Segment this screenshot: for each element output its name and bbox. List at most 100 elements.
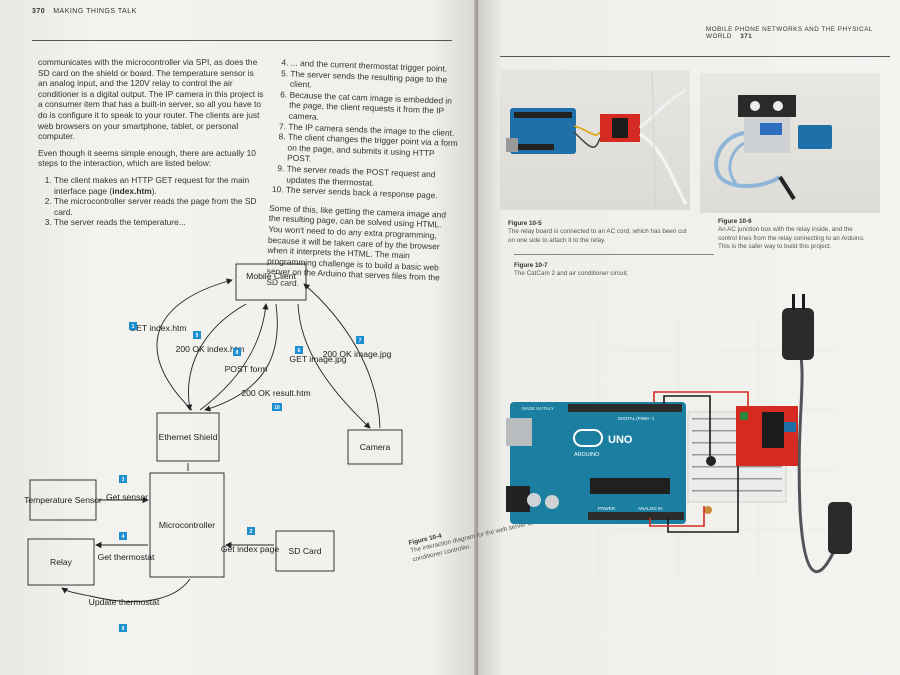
edge-label-post-form: POST form <box>225 364 268 374</box>
ac-cord <box>796 339 840 574</box>
digital-header <box>568 404 682 412</box>
power-jack <box>506 486 530 512</box>
ac-plug <box>782 308 814 360</box>
step-1: The client makes an HTTP GET request for… <box>54 175 264 196</box>
edge-ok-index <box>185 303 247 411</box>
junction-box-illustration <box>714 95 832 201</box>
right-page: MOBILE PHONE NETWORKS AND THE PHYSICAL W… <box>408 0 900 675</box>
step-badge-3-label: 3 <box>122 477 125 483</box>
figure-10-7-text: The CatCam 2 and air conditioner circuit… <box>514 270 629 278</box>
figure-10-5-caption: Figure 10-5 The relay board is connected… <box>508 220 688 245</box>
figure-10-6-caption: Figure 10-6 An AC junction box with the … <box>718 218 870 252</box>
arduino-logo <box>573 429 603 447</box>
ethernet-shield-box <box>156 412 220 462</box>
camera-label: Camera <box>360 442 391 452</box>
edge-label-ok-result: 200 OK result.htm <box>241 388 310 398</box>
header-rule-right <box>500 56 890 57</box>
analog-power-header <box>588 512 684 520</box>
temperature-sensor-box <box>29 479 97 521</box>
relay-label: Relay <box>50 557 73 567</box>
step-badge-1 <box>129 322 137 330</box>
ac-socket <box>828 502 852 554</box>
microcontroller-label: Microcontroller <box>159 520 215 530</box>
step-badge-6 <box>295 346 303 354</box>
temperature-sensor-part <box>704 506 712 514</box>
edge-label-get-index: GET index.htm <box>129 323 186 333</box>
steps-list-1: The client makes an HTTP GET request for… <box>38 175 264 228</box>
step-badge-5 <box>193 331 201 339</box>
paragraph-2: Even though it seems simple enough, ther… <box>38 147 256 169</box>
wire-red <box>653 391 749 406</box>
page-number-right: 371 <box>740 33 753 40</box>
header-rule-left <box>32 40 452 41</box>
edge-label-ok-index: 200 OK index.htm <box>176 344 245 354</box>
step-2: The microcontroller server reads the pag… <box>54 196 264 217</box>
running-head-right: MOBILE PHONE NETWORKS AND THE PHYSICAL W… <box>706 26 900 40</box>
wire-ground <box>667 466 739 533</box>
edge-get-image <box>297 303 371 429</box>
mobile-client-box <box>235 263 307 301</box>
microcontroller-box <box>149 472 225 578</box>
board-made-in: MADE IN ITALY <box>522 406 554 411</box>
edge-get-index <box>156 278 233 411</box>
step-1-tail: ). <box>151 185 157 196</box>
edge-label-get-thermostat: Get thermostat <box>98 552 155 562</box>
edge-post-form <box>199 303 269 411</box>
left-page: 370 MAKING THINGS TALK communicates with … <box>0 0 478 675</box>
edge-ok-result <box>204 303 278 412</box>
step-badge-4-label: 4 <box>122 534 125 540</box>
edge-label-get-sensor: Get sensor <box>106 492 148 502</box>
interaction-diagram: Mobile Client Ethernet Shield Camera Tem… <box>24 263 403 632</box>
page-number-left: 370 <box>32 8 46 15</box>
figure-10-7-circuit: MADE IN ITALY UNO ARDUINO DIGITAL (PWM ~… <box>506 294 852 580</box>
board-power-label: POWER <box>598 506 616 511</box>
figure-10-7-label: Figure 10-7 <box>514 262 548 269</box>
mobile-client-label: Mobile Client <box>246 271 296 281</box>
board-brand: ARDUINO <box>574 452 600 458</box>
figure-10-5-text: The relay board is connected to an AC co… <box>508 228 687 244</box>
running-head-left: 370 MAKING THINGS TALK <box>32 8 137 15</box>
edge-ok-image <box>303 283 381 429</box>
edge-label-ok-image: 200 OK image.jpg <box>323 349 392 359</box>
edge-label-get-image: GET image.jpg <box>289 354 346 364</box>
step-badge-6-label: 6 <box>298 348 301 354</box>
step-1-text: The client makes an HTTP GET request for… <box>54 174 250 196</box>
wire-power <box>649 506 705 527</box>
wire-black <box>663 395 711 456</box>
camera-box <box>347 429 403 465</box>
board-digital-label: DIGITAL (PWM ~) <box>618 416 655 421</box>
edge-label-get-index-page: Get index page <box>221 544 280 554</box>
left-column-text: communicates with the microcontroller vi… <box>38 57 264 228</box>
step-badge-3 <box>119 475 127 483</box>
step-badge-9-label: 9 <box>122 626 125 632</box>
figure-10-5-label: Figure 10-5 <box>508 220 542 227</box>
step-badge-10-label: 10 <box>274 405 280 411</box>
step-1-bold: index.htm <box>112 185 152 196</box>
figure-10-6-label: Figure 10-6 <box>718 218 752 225</box>
atmega-chip <box>590 478 670 494</box>
figure-10-7-caption: Figure 10-7 The CatCam 2 and air conditi… <box>514 262 714 279</box>
step-3: The server reads the temperature... <box>54 217 264 228</box>
transistor <box>706 456 716 466</box>
step-badge-9 <box>119 624 127 632</box>
sd-card-box <box>275 530 335 572</box>
running-head-right-title: MOBILE PHONE NETWORKS AND THE PHYSICAL W… <box>706 26 873 40</box>
running-head-left-title: MAKING THINGS TALK <box>53 8 137 15</box>
paragraph-1: communicates with the microcontroller vi… <box>38 57 264 142</box>
edge-update-thermostat <box>61 578 191 602</box>
step-badge-8 <box>233 348 241 356</box>
step-badge-2 <box>247 527 255 535</box>
board-analog-label: ANALOG IN <box>638 506 663 511</box>
step-badge-10 <box>272 403 282 411</box>
step-badge-4 <box>119 532 127 540</box>
step-badge-8-label: 8 <box>236 350 239 356</box>
step-badge-7-label: 7 <box>359 338 362 344</box>
ethernet-shield-label: Ethernet Shield <box>159 432 218 442</box>
figure-10-6-photo <box>700 73 880 213</box>
sd-card-label: SD Card <box>289 546 322 556</box>
temperature-sensor-label: Temperature Sensor <box>24 495 102 505</box>
figure-10-5-photo <box>500 70 690 210</box>
board-model: UNO <box>608 434 633 446</box>
relay-box <box>27 538 95 586</box>
step-badge-1-label: 1 <box>132 324 135 330</box>
